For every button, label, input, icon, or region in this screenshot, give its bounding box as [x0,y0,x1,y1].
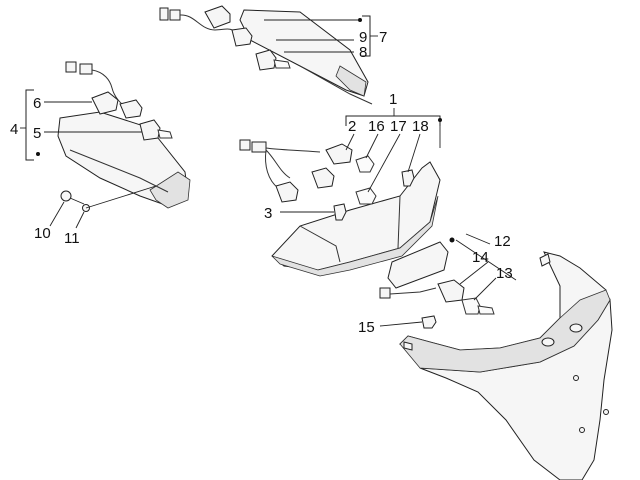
rear-mudguard [398,251,613,480]
top-light-strip-assembly [159,5,378,105]
rear-mudguard-top-edge [399,289,611,373]
callout-7: 7 [379,29,387,46]
callout-15: 15 [358,319,375,336]
callout-18: 18 [412,118,429,135]
callout-13: 13 [496,265,513,282]
tail-screw-18 [401,169,415,187]
top-bulb-holder [255,49,277,71]
harness-connector [239,139,251,151]
callout-2: 2 [348,118,356,135]
callout-17: 17 [390,118,407,135]
left-bulb-cap [91,91,119,115]
callout-14: 14 [472,249,489,266]
tail-screw-3 [333,203,347,221]
callout-8: 8 [359,44,367,61]
callout-12: 12 [494,233,511,250]
top-connector [159,7,169,21]
left-bulb-holder [139,119,161,141]
callout-3: 3 [264,205,272,222]
top-light-strip-side [335,65,367,97]
callout-10: 10 [34,225,51,242]
tail-socket-1 [325,143,353,165]
left-bulb-cap-2 [119,99,143,119]
license-light-assembly [379,233,517,329]
license-bulb-13 [461,297,481,315]
license-socket-14 [437,279,465,303]
mudguard-screw-15 [421,315,437,329]
callout-6: 6 [33,95,41,112]
left-screw [60,190,72,202]
tail-light-lens-lower [271,195,439,277]
license-plate-light-cover [387,241,449,289]
tail-bulb-17 [355,187,377,205]
tail-bulb-16 [355,155,375,173]
callout-9: 9 [359,29,367,46]
tail-light-assembly [239,108,442,277]
callout-16: 16 [368,118,385,135]
license-connector [379,287,391,299]
callout-5: 5 [33,125,41,142]
callout-1: 1 [389,91,397,108]
tail-socket-2 [311,167,335,189]
callout-4: 4 [10,121,18,138]
left-indicator-assembly [20,61,191,212]
tail-socket-3 [275,181,299,203]
top-bulb-cap-2 [231,27,253,47]
left-connector [65,61,77,73]
callout-11: 11 [64,230,80,247]
left-indicator-housing [149,171,191,209]
top-bulb-cap [204,5,231,29]
